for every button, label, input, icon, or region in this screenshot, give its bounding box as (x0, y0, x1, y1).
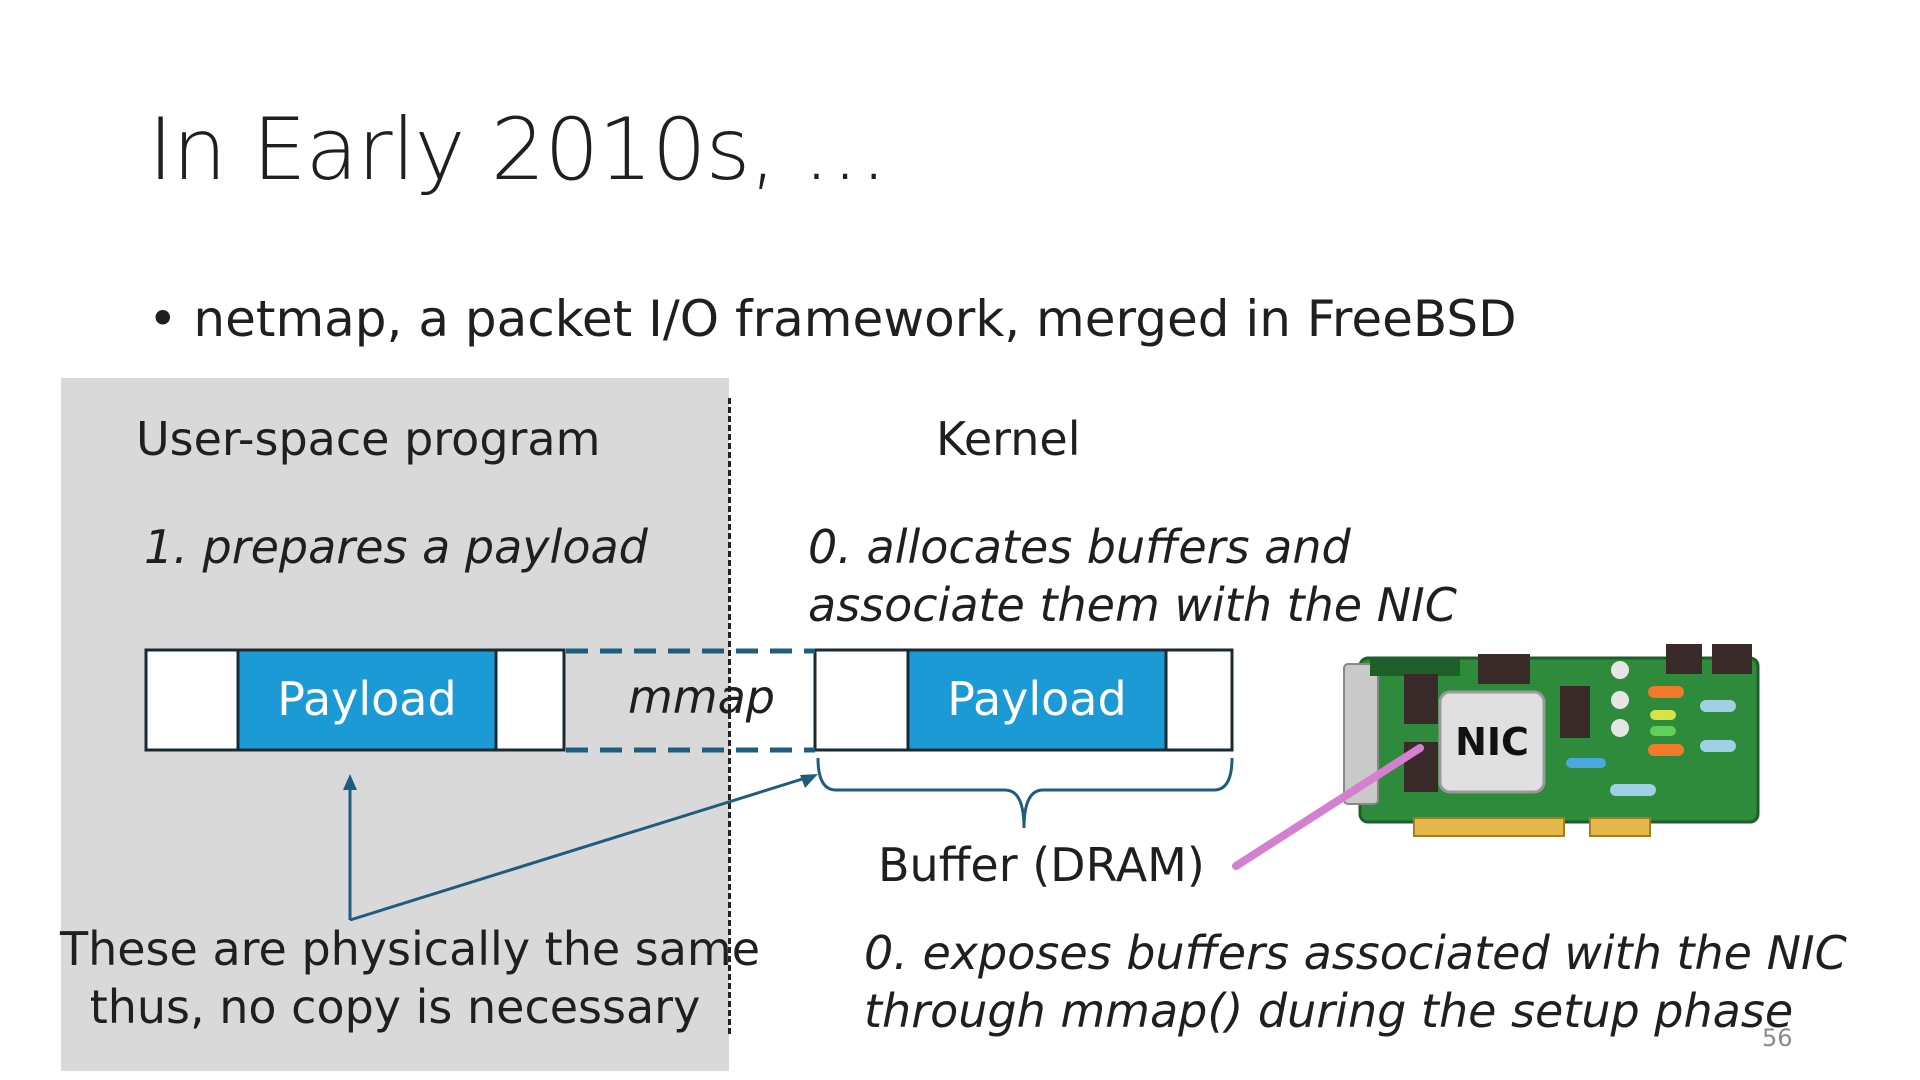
nic-pointer-line (1232, 744, 1424, 870)
caption-line-2: thus, no copy is necessary (89, 980, 701, 1034)
bullet-text: netmap, a packet I/O framework, merged i… (193, 290, 1517, 348)
kernel-label: Kernel (936, 412, 1081, 466)
caption-line-1: These are physically the same (60, 922, 761, 976)
same-memory-caption: These are physically the same thus, no c… (60, 920, 761, 1036)
slide-title: In Early 2010s, … (148, 100, 888, 200)
expose-line-1: 0. exposes buffers associated with the N… (864, 926, 1847, 980)
user-payload-block (236, 648, 498, 752)
arrowhead-up (343, 774, 357, 790)
kernel-payload-block (906, 648, 1168, 752)
step-kernel-line-2: associate them with the NIC (808, 578, 1457, 632)
expose-description: 0. exposes buffers associated with the N… (864, 924, 1847, 1040)
arrowhead-kernel (800, 774, 818, 788)
kernel-payload-label: Payload (947, 672, 1126, 726)
mmap-label: mmap (628, 670, 776, 724)
user-buffer: Payload (144, 648, 566, 752)
same-memory-arrows (348, 774, 813, 922)
buffer-brace (816, 757, 1234, 829)
step-kernel-text: 0. allocates buffers and associate them … (808, 518, 1457, 634)
step-user-text: 1. prepares a payload (144, 520, 648, 574)
bullet-item: • netmap, a packet I/O framework, merged… (148, 290, 1517, 348)
user-space-label: User-space program (136, 412, 601, 466)
page-number: 56 (1762, 1024, 1793, 1052)
nic-card-illustration: NIC (1343, 644, 1760, 837)
mmap-connector (566, 648, 815, 753)
nic-label: NIC (1455, 720, 1529, 764)
user-kernel-divider (728, 398, 731, 1034)
bullet-dot: • (148, 290, 178, 348)
user-payload-label: Payload (277, 672, 456, 726)
expose-line-2: through mmap() during the setup phase (864, 984, 1794, 1038)
step-kernel-line-1: 0. allocates buffers and (808, 520, 1351, 574)
kernel-buffer: Payload (813, 648, 1234, 752)
buffer-dram-label: Buffer (DRAM) (878, 838, 1205, 892)
